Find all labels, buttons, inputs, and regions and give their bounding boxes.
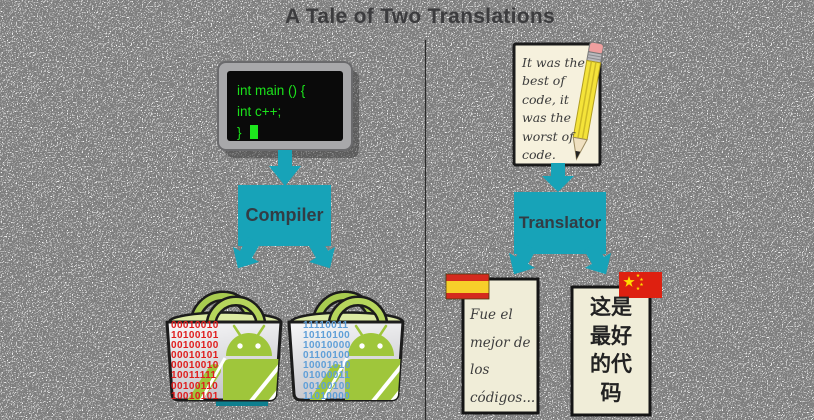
notepad-line: code, it <box>522 91 569 107</box>
notepad-line: It was the <box>522 55 585 70</box>
notepad-line: worst of <box>522 128 574 144</box>
binary-line: 00100110 <box>171 380 219 392</box>
down-arrow-icon <box>269 150 301 186</box>
pencil-icon <box>572 41 604 161</box>
binary-line: 11010000 <box>303 390 351 402</box>
binary-column-left: 00010010 10100101 00100100 00010101 0001… <box>171 320 219 402</box>
notepad-line: was the <box>522 110 572 126</box>
binary-line: 10100101 <box>171 330 219 342</box>
page-title: A Tale of Two Translations <box>285 5 555 28</box>
code-line-text: } <box>237 125 242 140</box>
code-line: int main () { <box>237 83 306 98</box>
code-line: } <box>237 122 305 143</box>
compiler-box <box>238 185 331 246</box>
doc-line: los <box>470 362 490 378</box>
chinese-text: 这是 最好 的代 码 <box>573 293 649 407</box>
binary-line: 10010101 <box>171 390 219 402</box>
doc-line: Fue el <box>470 307 513 323</box>
doc-line: mejor de <box>470 334 531 351</box>
compiler-label: Compiler <box>245 205 324 225</box>
china-flag-icon <box>619 272 662 298</box>
binary-line: 10010000 <box>303 340 351 352</box>
down-arrow-icon <box>542 163 574 192</box>
binary-line: 00010101 <box>171 350 219 362</box>
monitor-screen <box>227 71 343 141</box>
doc-line: 码 <box>600 379 622 405</box>
binary-line: 00100100 <box>171 340 219 352</box>
cursor-block-icon <box>249 125 258 139</box>
binary-line: 00010010 <box>171 360 219 372</box>
doc-line: 最好 <box>590 322 632 348</box>
doc-line: 这是 <box>590 294 632 319</box>
notepad-line: best of <box>522 73 565 89</box>
binary-line: 10001010 <box>303 360 351 372</box>
binary-line: 01000011 <box>303 370 351 382</box>
binary-line: 10011111 <box>171 370 217 382</box>
code-line: int c++; <box>237 104 282 119</box>
spanish-text: Fue el mejor de los códigos... <box>470 302 536 412</box>
code-block: int main () { int c++; } <box>237 80 305 143</box>
binary-column-right: 11110011 10110100 10010000 01100100 1000… <box>303 320 351 402</box>
translator-box <box>514 192 606 254</box>
doc-line: códigos... <box>470 389 536 406</box>
binary-line: 11110011 <box>303 320 349 331</box>
binary-line: 10110100 <box>303 330 351 342</box>
binary-line: 01100100 <box>303 350 351 362</box>
notepad-text: It was the best of code, it was the wors… <box>522 54 594 164</box>
monitor <box>217 61 359 158</box>
chinese-document <box>570 285 652 417</box>
spain-flag-icon <box>445 273 490 300</box>
binary-line: 00010010 <box>171 320 219 331</box>
notepad-line: code. <box>522 146 556 162</box>
binary-line: 00100100 <box>303 380 351 392</box>
spanish-document <box>461 277 540 415</box>
translator-label: Translator <box>518 213 602 232</box>
doc-line: 的代 <box>590 351 632 376</box>
